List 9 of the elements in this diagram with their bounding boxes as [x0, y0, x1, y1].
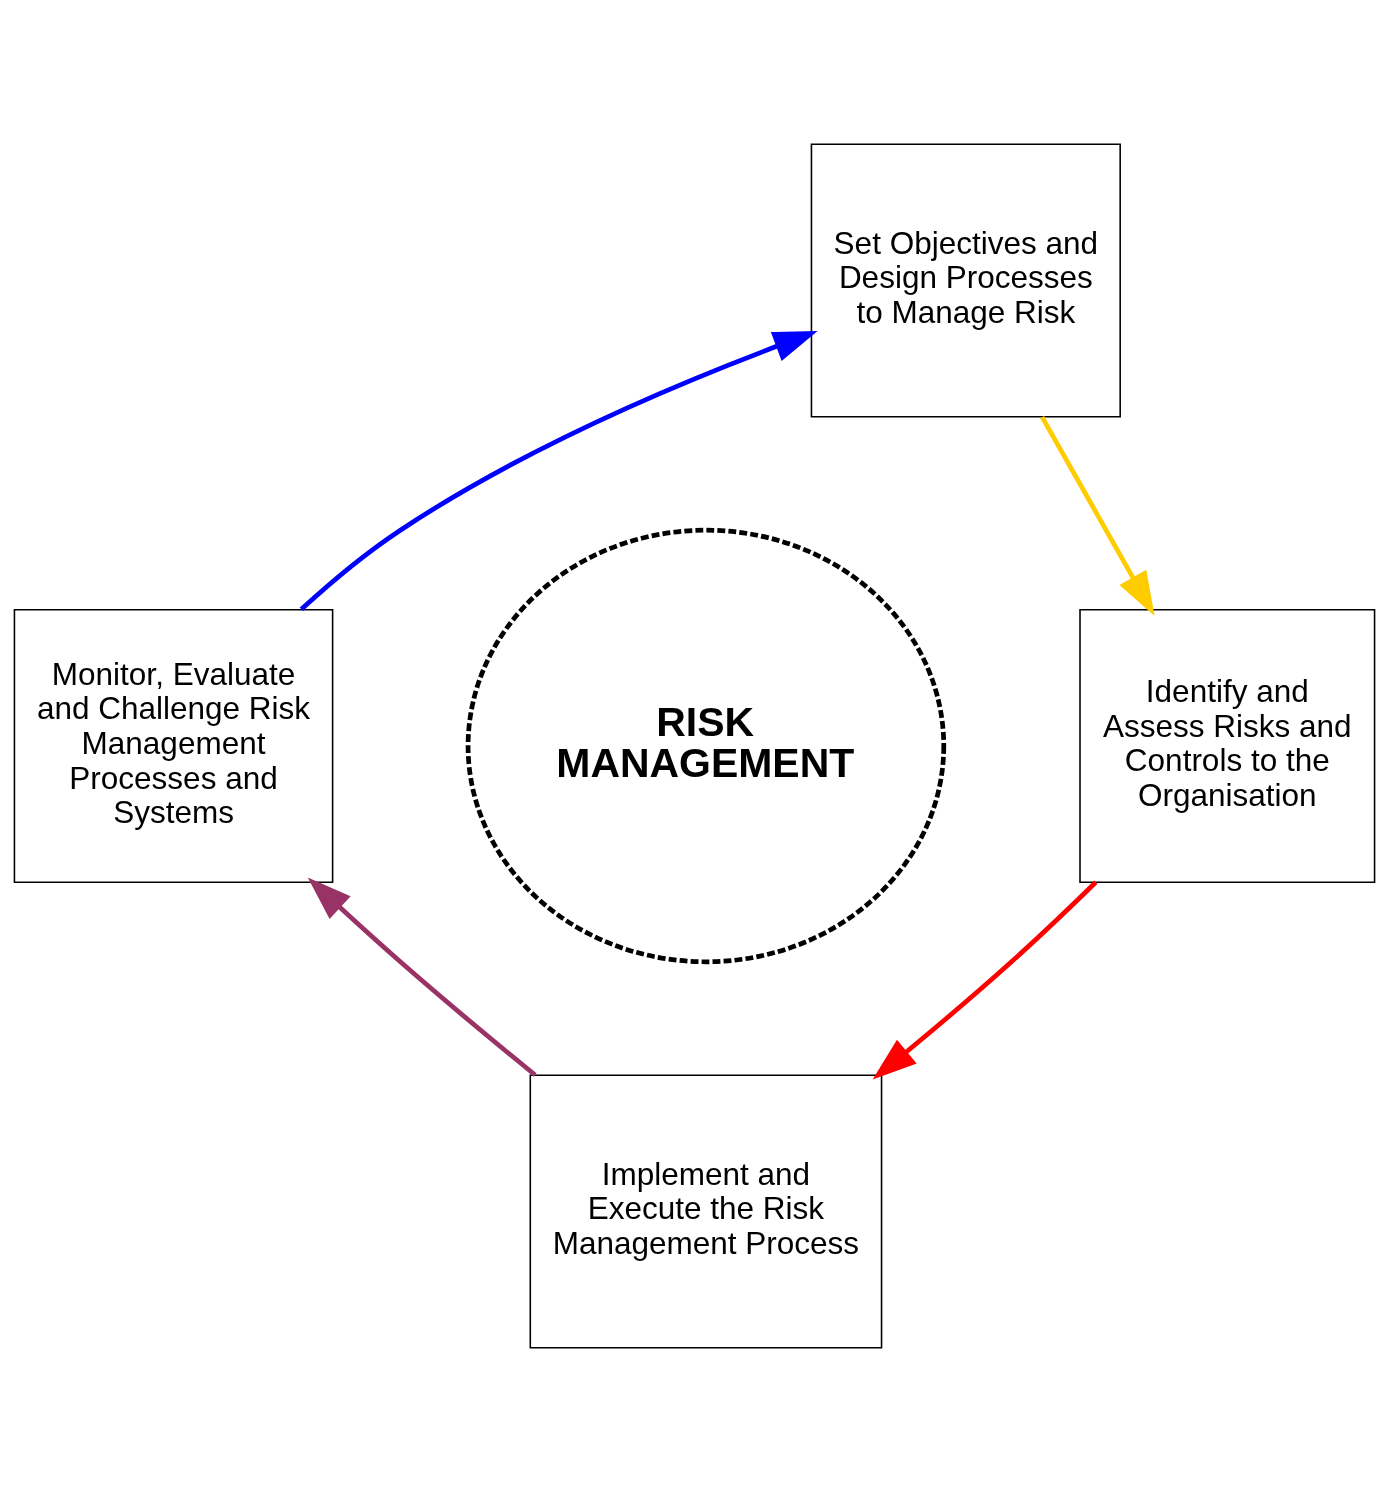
arrow	[1040, 415, 1155, 616]
arrow	[299, 331, 818, 612]
arrow	[307, 877, 537, 1077]
node-box: Identify and Assess Risks and Controls to the Organisation	[1079, 608, 1376, 884]
node-box: Set Objectives and Design Processes to Manage Risk	[810, 143, 1121, 418]
node-circle: RISK MANAGEMENT	[465, 527, 947, 965]
node-box: Monitor, Evaluate and Challenge Risk Management Processes and Systems	[13, 608, 334, 884]
arrow	[872, 880, 1098, 1080]
node-box: Implement and Execute the Risk Management Process	[529, 1074, 883, 1349]
